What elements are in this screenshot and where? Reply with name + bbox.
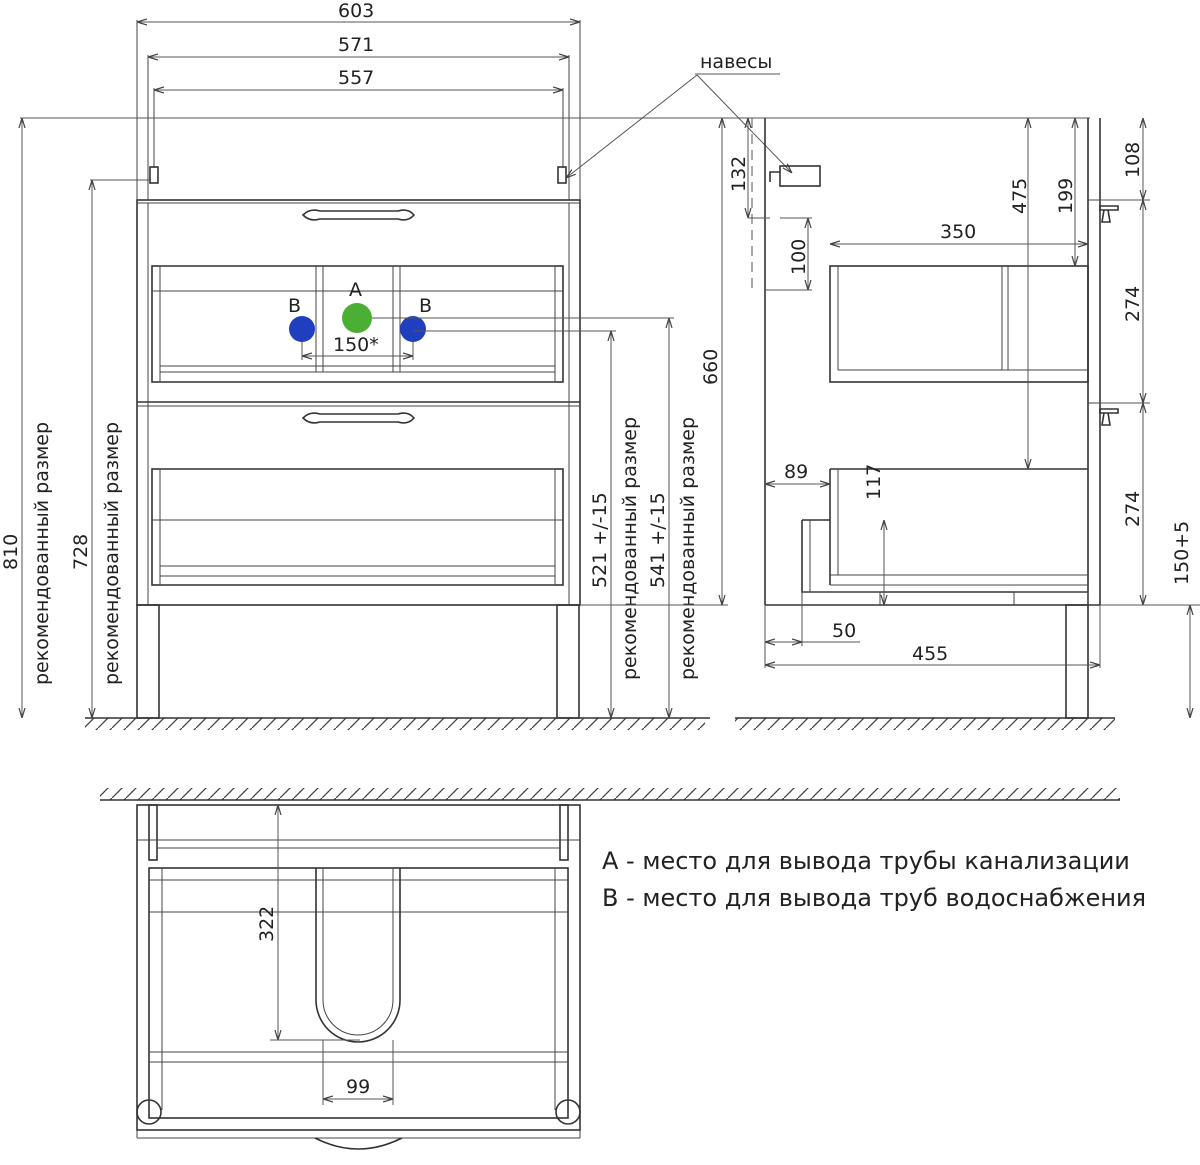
legend: А - место для вывода трубы канализации В… bbox=[602, 847, 1146, 912]
leg-right bbox=[556, 604, 580, 719]
dim-541: 541 +/-15 bbox=[647, 492, 669, 588]
dim-274-top: 274 bbox=[1122, 286, 1144, 322]
hinge-right bbox=[557, 166, 567, 184]
dim-475: 475 bbox=[1009, 178, 1031, 214]
siphon-cutout bbox=[315, 868, 401, 1043]
hinge-left bbox=[149, 166, 159, 184]
floor-hatch-front bbox=[85, 718, 705, 730]
dim-132: 132 bbox=[728, 156, 750, 192]
dim-810: 810 bbox=[0, 534, 22, 570]
legend-b: В - место для вывода труб водоснабжения bbox=[602, 884, 1146, 912]
floor-hatch-side bbox=[735, 718, 1115, 730]
top-view-body bbox=[136, 804, 581, 1131]
dim-350: 350 bbox=[940, 221, 976, 243]
dim-728: 728 bbox=[70, 534, 92, 570]
leg-left bbox=[136, 604, 160, 719]
label-b-right: B bbox=[419, 295, 432, 317]
note-541: рекомендованный размер bbox=[677, 417, 699, 680]
note-810: рекомендованный размер bbox=[31, 422, 53, 685]
dim-117: 117 bbox=[863, 464, 885, 500]
dim-199: 199 bbox=[1055, 178, 1077, 214]
dim-322: 322 bbox=[256, 906, 278, 942]
dim-100: 100 bbox=[788, 239, 810, 275]
water-point-b-right bbox=[400, 316, 426, 342]
label-b-left: B bbox=[288, 295, 301, 317]
dim-150: 150* bbox=[333, 334, 379, 356]
dim-99: 99 bbox=[346, 1076, 370, 1098]
water-point-b-left bbox=[289, 316, 315, 342]
dim-571: 571 bbox=[338, 34, 374, 56]
handle-bottom bbox=[301, 412, 416, 424]
dim-521: 521 +/-15 bbox=[589, 492, 611, 588]
handle-top bbox=[301, 209, 416, 221]
dim-50: 50 bbox=[832, 620, 856, 642]
wall-hatch-top bbox=[100, 788, 1120, 800]
dim-274-bottom: 274 bbox=[1122, 491, 1144, 527]
dim-660: 660 bbox=[700, 349, 722, 385]
dim-150-5: 150+5 bbox=[1171, 521, 1193, 585]
front-view: A B B 150* 603 571 557 навесы 810 рекоме… bbox=[0, 0, 1090, 730]
drain-point-a bbox=[342, 303, 372, 333]
dim-89: 89 bbox=[784, 461, 808, 483]
dim-603: 603 bbox=[338, 0, 374, 22]
dim-108: 108 bbox=[1122, 142, 1144, 178]
label-a: A bbox=[349, 279, 362, 301]
legend-a: А - место для вывода трубы канализации bbox=[602, 847, 1130, 875]
hinges-label: навесы bbox=[700, 51, 772, 73]
dim-557: 557 bbox=[338, 67, 374, 89]
side-view: 132 100 475 199 350 108 274 274 150+5 89… bbox=[728, 118, 1200, 730]
note-728: рекомендованный размер bbox=[101, 422, 123, 685]
note-521: рекомендованный размер bbox=[619, 417, 641, 680]
top-view: 322 99 bbox=[100, 788, 1120, 1150]
dim-455: 455 bbox=[912, 643, 948, 665]
